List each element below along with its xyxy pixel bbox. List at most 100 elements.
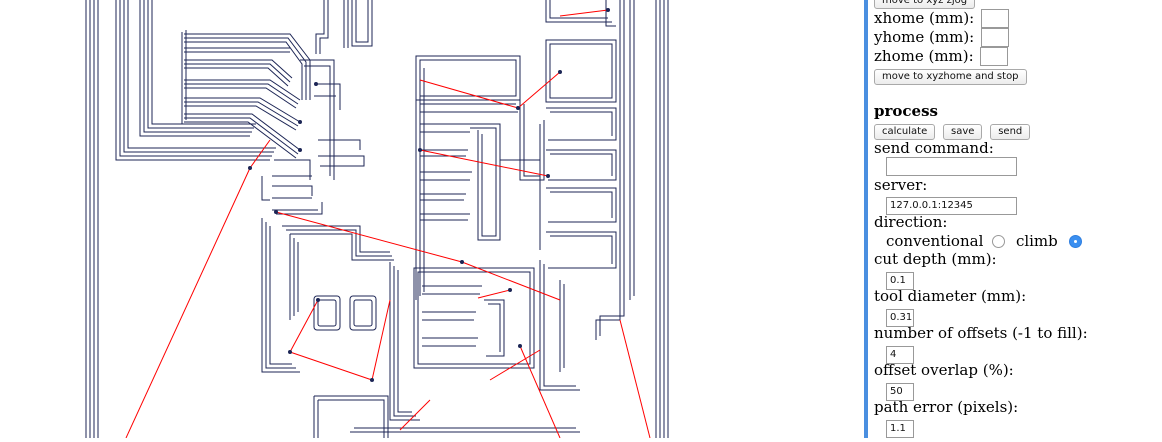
trace (550, 111, 613, 136)
trace (115, 0, 270, 161)
plunge-point (460, 260, 464, 264)
plunge-point (508, 288, 512, 292)
plunge-point (370, 378, 374, 382)
trace (599, 0, 625, 336)
direction-label: direction: (874, 213, 948, 231)
save-button[interactable]: save (943, 124, 983, 140)
pad-offset (419, 59, 517, 97)
trace (550, 235, 613, 264)
trace (290, 233, 394, 261)
control-panel: move to xyz zjog xhome (mm): yhome (mm):… (874, 0, 1162, 438)
cut-depth-input[interactable]: 0.1 (886, 272, 914, 290)
traverse (399, 399, 431, 431)
trace (466, 123, 501, 241)
outline-offset (97, 0, 657, 442)
yhome-input[interactable] (981, 27, 1010, 47)
server-input[interactable]: 127.0.0.1:12345 (886, 197, 1017, 215)
trace (595, 0, 621, 340)
xhome-input[interactable] (981, 8, 1010, 28)
climb-label: climb (1015, 232, 1058, 250)
plunge-point (274, 210, 278, 214)
pad-offset (317, 299, 337, 327)
outline-offset (85, 0, 669, 442)
path-error-input[interactable]: 1.1 (886, 420, 914, 438)
traverse (519, 345, 561, 439)
zhome-label: zhome (mm): (874, 47, 974, 65)
conventional-radio[interactable] (992, 234, 1006, 248)
trace (470, 127, 497, 237)
trace (550, 153, 613, 176)
trace (184, 83, 299, 105)
trace (605, 0, 616, 27)
trace (123, 0, 274, 153)
trace (147, 0, 254, 129)
trace (184, 87, 297, 109)
trace (300, 59, 335, 180)
pad-offset (417, 271, 531, 365)
pad-offset (545, 39, 617, 103)
trace (282, 225, 390, 253)
trace (546, 187, 617, 223)
trace (314, 395, 389, 438)
move-to-xyzhome-button[interactable]: move to xyzhome and stop (874, 69, 1027, 85)
trace (286, 229, 392, 257)
xhome-label: xhome (mm): (874, 9, 975, 27)
process-buttons: calculate save send (874, 122, 1031, 140)
move-to-zjog-button[interactable]: move to xyz zjog (874, 0, 976, 9)
plunge-point (288, 350, 292, 354)
pad-offset (549, 43, 613, 99)
panel-divider (864, 0, 868, 438)
traverse (289, 351, 373, 381)
trace (261, 218, 300, 373)
path-error-label: path error (pixels): (874, 398, 1019, 416)
toolpath-canvas[interactable] (0, 0, 862, 442)
plunge-point (248, 166, 252, 170)
trace (545, 0, 612, 23)
trace (184, 67, 289, 87)
offsets-label: number of offsets (-1 to fill): (874, 324, 1088, 342)
calculate-button[interactable]: calculate (874, 124, 936, 140)
trace (543, 264, 576, 387)
plunge-point (298, 148, 302, 152)
xhome-row: xhome (mm): (874, 8, 1010, 28)
trace (151, 0, 256, 125)
zhome-input[interactable] (980, 46, 1009, 66)
pad-offset (349, 295, 377, 331)
offsets-input[interactable]: 4 (886, 346, 914, 364)
traverse (517, 71, 561, 109)
trace (549, 0, 608, 19)
trace (184, 117, 299, 155)
trace (184, 37, 307, 100)
overlap-input[interactable]: 50 (886, 383, 914, 401)
traverse (275, 211, 463, 263)
trace (261, 176, 270, 201)
plunge-point (546, 174, 550, 178)
trace (318, 155, 365, 167)
trace (539, 260, 580, 391)
trace (184, 63, 291, 83)
pad-offset (413, 267, 535, 369)
trace (274, 159, 311, 180)
plunge-point (558, 70, 562, 74)
climb-radio[interactable] (1068, 234, 1082, 248)
process-heading: process (874, 102, 938, 120)
send-command-input[interactable] (886, 157, 1017, 176)
trace (139, 0, 250, 137)
traverse (371, 299, 391, 381)
traverse (249, 139, 271, 169)
trace (276, 202, 323, 215)
tool-diameter-input[interactable]: 0.31 (886, 309, 914, 327)
direction-options: conventional climb (886, 231, 1082, 250)
trace (484, 299, 505, 357)
trace (546, 231, 617, 269)
trace (318, 399, 385, 438)
trace (355, 0, 369, 43)
plunge-point (516, 106, 520, 110)
traverse (419, 149, 549, 177)
send-button[interactable]: send (990, 124, 1031, 140)
trace (272, 185, 313, 196)
trace (315, 0, 325, 54)
trace (546, 149, 617, 181)
trace (184, 121, 297, 159)
server-label: server: (874, 176, 928, 194)
